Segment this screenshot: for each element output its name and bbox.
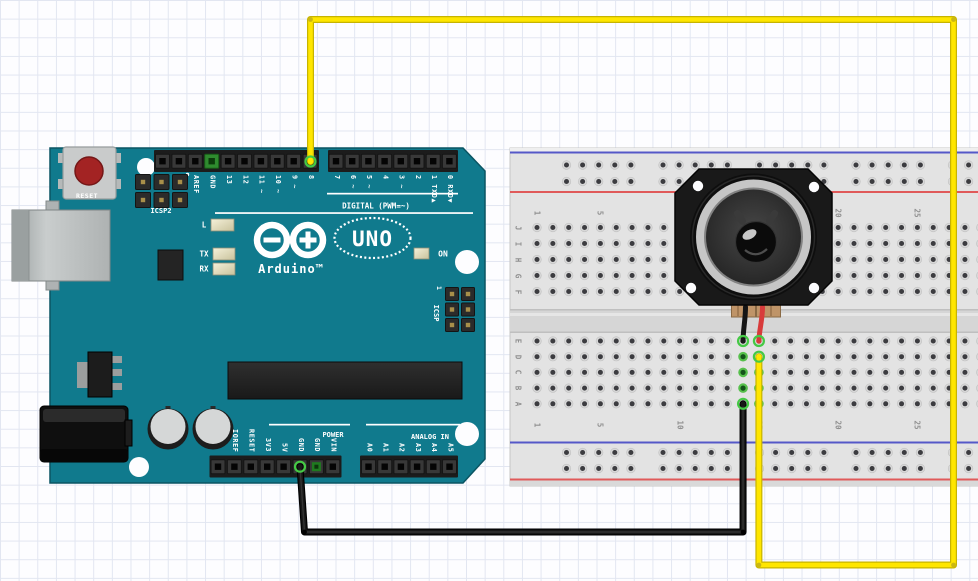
pin-label-8: 8 (306, 175, 315, 180)
pin-label-A4: A4 (430, 442, 439, 452)
pin-label-A0: A0 (365, 442, 374, 452)
col-label-top-5: 5 (595, 210, 605, 216)
pin-label-GND: GND (208, 175, 217, 190)
pin-label-IOREF: IOREF (231, 428, 240, 452)
pin-label-3 ~: 3 ~ (397, 175, 406, 190)
pin-label-A2: A2 (397, 442, 406, 452)
col-label-bottom-25: 25 (912, 420, 922, 430)
icsp-label: ICSP (432, 304, 440, 322)
pin-label-1 TXD▲: 1 TXD▲ (429, 175, 438, 204)
pin-label-7: 7 (332, 175, 341, 180)
icsp2-header[interactable] (135, 174, 188, 208)
row-label-D: D (513, 354, 522, 359)
pin-label-5 ~: 5 ~ (365, 175, 374, 190)
led-l (210, 218, 235, 232)
led-tx-label: TX (199, 249, 209, 259)
pin-label-12: 12 (241, 175, 250, 185)
pin-label-A1: A1 (381, 442, 390, 452)
led-l-label: L (201, 220, 207, 230)
pin-label-GND: GND (296, 437, 305, 452)
digital-section-label: DIGITAL (PWM=~) (342, 201, 410, 211)
pin-label-RESET: RESET (247, 428, 256, 452)
led-rx (212, 262, 236, 276)
pin-label-9 ~: 9 ~ (290, 175, 299, 190)
pin-label-11 ~: 11 ~ (257, 175, 266, 194)
row-label-I: I (513, 241, 522, 246)
usb-connector (11, 200, 111, 291)
led-on-label: ON (438, 249, 448, 258)
col-label-bottom-20: 20 (833, 420, 843, 430)
col-label-bottom-15: 15 (754, 420, 764, 430)
pin-label-GND: GND (313, 437, 322, 452)
col-label-bottom-10: 10 (675, 420, 685, 430)
mounting-hole (137, 158, 155, 176)
pin-label-10 ~: 10 ~ (274, 175, 283, 194)
row-label-G: G (513, 273, 522, 278)
capacitor (192, 406, 234, 450)
icsp-pin1-label: 1 (435, 286, 443, 290)
power-jack (39, 405, 133, 463)
reset-button[interactable] (58, 146, 121, 200)
col-label-bottom-1: 1 (532, 422, 542, 428)
led-rx-label: RX (199, 264, 209, 274)
icsp2-label: ICSP2 (150, 206, 172, 215)
pin-label-A5: A5 (446, 442, 455, 452)
row-label-J: J (513, 225, 522, 230)
col-label-bottom-5: 5 (595, 422, 605, 428)
usb-interface-chip (157, 249, 184, 281)
pin-label-4: 4 (381, 175, 390, 180)
pin-label-3V3: 3V3 (263, 437, 272, 452)
voltage-regulator (77, 351, 122, 398)
col-label-top-1: 1 (532, 210, 542, 216)
col-label-top-20: 20 (833, 208, 843, 218)
pin-label-VIN: VIN (329, 437, 338, 452)
col-label-top-25: 25 (912, 208, 922, 218)
analog-section-label: ANALOG IN (411, 432, 449, 441)
row-label-E: E (513, 338, 522, 344)
pin-label-AREF: AREF (192, 175, 201, 194)
capacitor (147, 406, 189, 450)
pin-label-6 ~: 6 ~ (348, 175, 357, 190)
reset-label: RESET (75, 192, 99, 200)
row-label-B: B (513, 385, 522, 391)
uno-model-text: UNO (352, 227, 393, 251)
row-label-A: A (513, 401, 522, 407)
mounting-hole (129, 457, 149, 477)
arduino-brand-text: Arduino™ (258, 261, 324, 276)
row-label-H: H (513, 257, 522, 262)
row-label-F: F (513, 289, 522, 294)
pin-label-5V: 5V (280, 442, 289, 452)
led-tx (212, 247, 236, 261)
pin-label-13: 13 (224, 175, 233, 185)
row-label-C: C (513, 370, 522, 375)
pin-label-2: 2 (413, 175, 422, 180)
pin-label-A3: A3 (413, 442, 422, 452)
pin-label-0 RXD▼: 0 RXD▼ (446, 175, 455, 204)
